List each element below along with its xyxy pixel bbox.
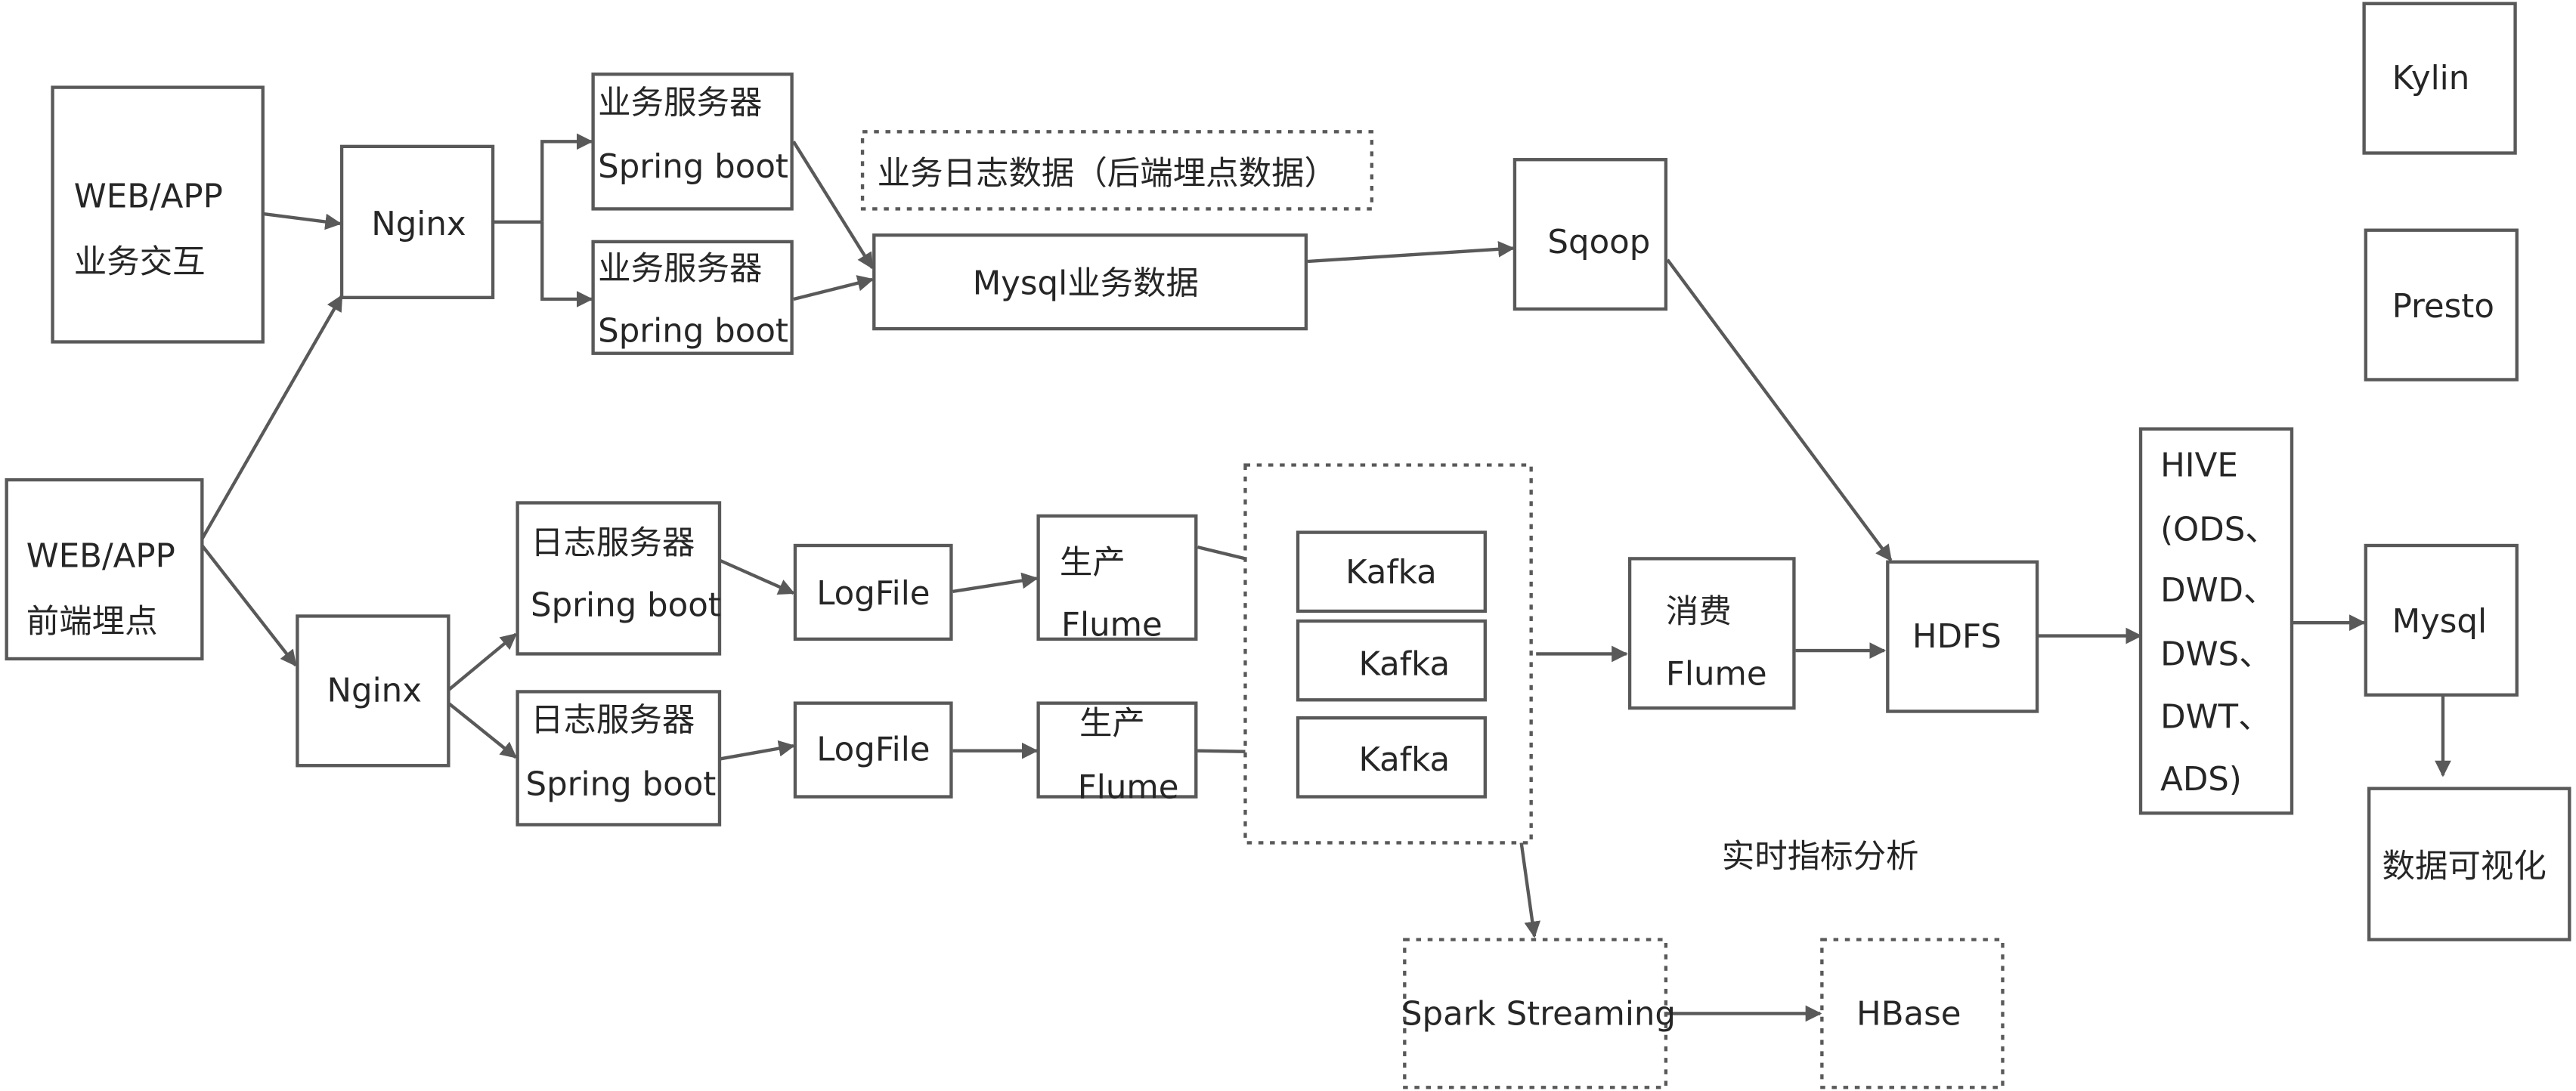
label: HDFS xyxy=(1912,618,2002,656)
label: Presto xyxy=(2392,288,2494,326)
label-line-1: 生产 xyxy=(1079,705,1145,743)
label: Mysql xyxy=(2392,603,2488,641)
node-kylin: Kylin xyxy=(2362,2,2517,155)
label: Spark Streaming xyxy=(1401,996,1676,1034)
label-line-6: ADS) xyxy=(2160,761,2242,799)
arrow-biz1-mysql xyxy=(791,141,874,270)
node-kafka-3: Kafka xyxy=(1296,716,1487,799)
node-kafka-2: Kafka xyxy=(1296,619,1487,702)
label-line-1: WEB/APP xyxy=(26,537,175,575)
node-log-server-2: 日志服务器 Spring boot xyxy=(516,690,722,827)
label-line-5: DWT、 xyxy=(2160,698,2271,736)
node-web-app-biz: WEB/APP 业务交互 xyxy=(51,85,265,344)
node-sqoop: Sqoop xyxy=(1512,158,1668,311)
arrow-nginx-log2 xyxy=(447,701,518,759)
label-line-2: (ODS、 xyxy=(2160,511,2278,549)
label-line-2: Flume xyxy=(1061,607,1163,644)
arrow-kafka-spark xyxy=(1519,842,1541,938)
label: 数据可视化 xyxy=(2382,848,2547,885)
label: HBase xyxy=(1856,996,1961,1034)
arrow-front-nginx-bottom xyxy=(200,544,297,667)
label-line-1: 消费 xyxy=(1666,593,1732,631)
arrow-nginx-log1 xyxy=(447,632,518,691)
label-line-1: 生产 xyxy=(1060,544,1125,582)
node-logfile-2: LogFile xyxy=(793,701,953,799)
kafka-cluster: Kafka Kafka Kafka xyxy=(1243,463,1533,845)
label-line-2: Spring boot xyxy=(598,312,788,350)
label: Kafka xyxy=(1345,554,1437,592)
label-line-1: 业务服务器 xyxy=(598,250,762,288)
label: 业务日志数据（后端埋点数据） xyxy=(878,155,1337,193)
label-line-2: Spring boot xyxy=(598,148,788,186)
label: Kylin xyxy=(2392,60,2470,97)
node-flume-producer-1: 生产 Flume xyxy=(1036,514,1198,644)
label-line-1: WEB/APP xyxy=(74,178,223,215)
arrow-webapp-nginx xyxy=(262,212,342,230)
arrow-sqoop-hdfs xyxy=(1666,258,1893,562)
label-line-1: 日志服务器 xyxy=(531,702,695,740)
node-kafka-1: Kafka xyxy=(1296,530,1487,613)
node-mysql-result: Mysql xyxy=(2364,543,2519,697)
label-line-2: Flume xyxy=(1666,656,1767,694)
arrow-mysql-sqoop xyxy=(1307,241,1515,264)
label-line-4: DWS、 xyxy=(2160,636,2271,674)
arrow-front-nginx-top xyxy=(200,294,343,540)
node-biz-server-2: 业务服务器 Spring boot xyxy=(591,240,794,355)
arrow-to-biz2 xyxy=(540,221,593,308)
node-log-server-1: 日志服务器 Spring boot xyxy=(516,501,722,656)
label-line-2: 业务交互 xyxy=(74,243,206,281)
label-line-1: 日志服务器 xyxy=(531,524,695,562)
node-nginx-bottom: Nginx xyxy=(296,614,450,768)
node-hdfs: HDFS xyxy=(1886,560,2039,713)
node-mysql-biz: Mysql业务数据 xyxy=(872,233,1308,331)
node-web-app-front: WEB/APP 前端埋点 xyxy=(5,478,204,661)
realtime-analysis-label: 实时指标分析 xyxy=(1722,838,1919,876)
node-hive: HIVE (ODS、 DWD、 DWS、 DWT、 ADS) xyxy=(2138,427,2294,815)
arrow-log2-logfile2 xyxy=(719,740,795,761)
label: Kafka xyxy=(1358,741,1450,779)
node-visualization: 数据可视化 xyxy=(2367,787,2571,941)
label: LogFile xyxy=(816,575,930,613)
arrow-logfile1-flume1 xyxy=(952,572,1039,594)
label-line-1: 业务服务器 xyxy=(598,84,762,122)
label-line-2: Flume xyxy=(1078,769,1179,807)
label: Nginx xyxy=(327,672,422,709)
label-line-2: 前端埋点 xyxy=(26,603,158,641)
node-presto: Presto xyxy=(2364,228,2519,382)
label: LogFile xyxy=(816,731,930,769)
note-biz-log-data: 业务日志数据（后端埋点数据） xyxy=(860,130,1374,211)
label-line-1: HIVE xyxy=(2160,447,2238,485)
label-line-3: DWD、 xyxy=(2160,572,2276,610)
node-biz-server-1: 业务服务器 Spring boot xyxy=(591,73,794,211)
node-flume-consumer: 消费 Flume xyxy=(1627,557,1796,710)
label: Nginx xyxy=(371,206,466,243)
node-logfile-1: LogFile xyxy=(793,543,953,641)
node-spark-streaming: Spark Streaming xyxy=(1401,938,1676,1089)
arrow-log1-logfile1 xyxy=(719,558,795,595)
node-hbase: HBase xyxy=(1820,938,2005,1089)
node-nginx-top: Nginx xyxy=(339,144,495,299)
label: Sqoop xyxy=(1547,224,1650,261)
label: Mysql业务数据 xyxy=(973,264,1199,302)
node-flume-producer-2: 生产 Flume xyxy=(1036,701,1198,807)
label-line-2: Spring boot xyxy=(531,586,721,624)
label-line-2: Spring boot xyxy=(526,765,717,803)
label: Kafka xyxy=(1358,646,1450,684)
arrow-to-biz1 xyxy=(540,133,593,222)
arrow-biz2-mysql xyxy=(793,275,875,301)
